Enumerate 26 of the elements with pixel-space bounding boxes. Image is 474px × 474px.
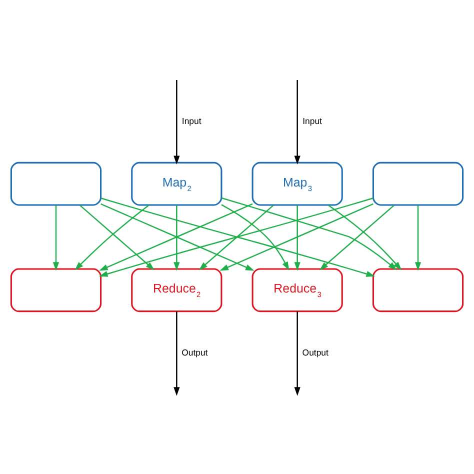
edge-label: Output: [302, 347, 328, 358]
arrow: [52, 205, 60, 271]
edge-label: Input: [302, 116, 322, 126]
arrow: [220, 203, 374, 271]
node-box: [10, 162, 102, 206]
arrow: [198, 204, 274, 270]
edge-label: Input: [182, 116, 202, 126]
node-box: Map$_{2}$: [131, 162, 222, 206]
arrow: [174, 80, 180, 165]
arrow: [221, 197, 397, 270]
arrow: [174, 311, 180, 396]
arrow: [221, 204, 290, 270]
arrow: [174, 205, 180, 271]
arrow: [294, 80, 300, 165]
node-box: [372, 162, 464, 206]
arrow: [414, 205, 422, 271]
edge-label: Output: [182, 347, 208, 358]
arrow: [320, 204, 395, 270]
arrow: [294, 311, 300, 396]
node-box: [372, 268, 464, 312]
node-box: [10, 268, 102, 312]
node-box: Map$_{3}$: [252, 162, 343, 206]
node-box: Reduce$_{3}$: [252, 268, 343, 312]
arrow: [294, 205, 300, 271]
node-box: Reduce$_{2}$: [131, 268, 222, 312]
arrow: [328, 204, 402, 270]
